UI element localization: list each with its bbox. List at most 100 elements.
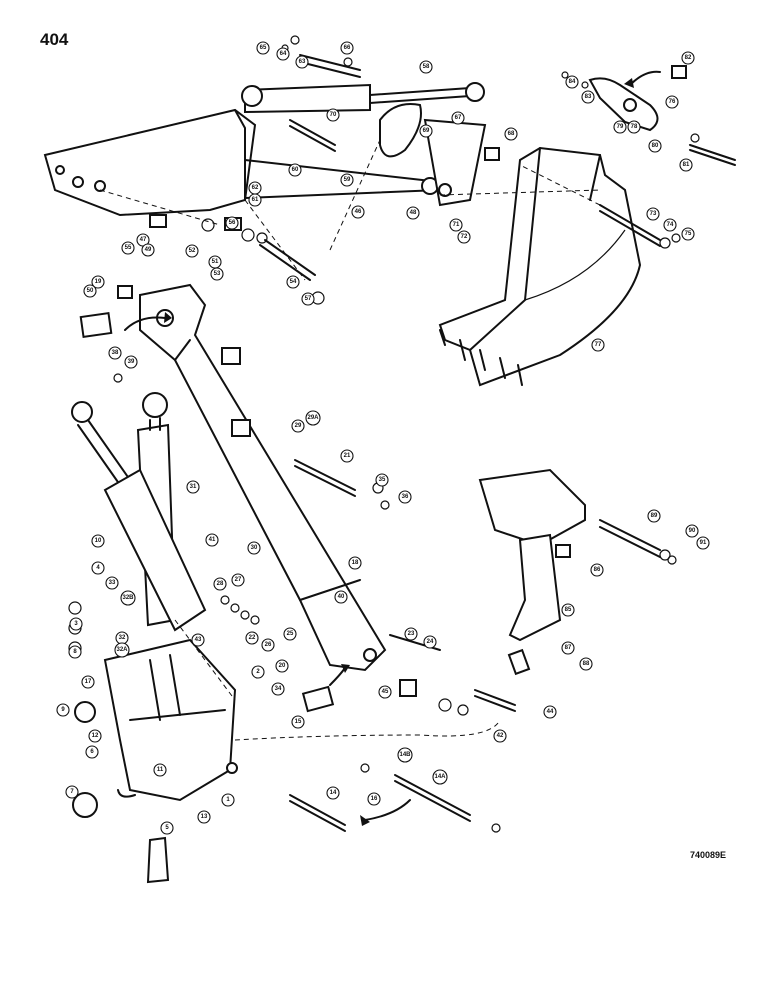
- callout-26: 26: [261, 638, 275, 652]
- callout-label: 53: [214, 271, 221, 277]
- callout-label: 9: [61, 707, 65, 713]
- ripper-assembly: [478, 468, 661, 676]
- callout-33: 33: [105, 576, 119, 590]
- callout-72: 72: [457, 230, 471, 244]
- callout-label: 91: [700, 540, 707, 546]
- callout-label: 59: [344, 177, 351, 183]
- callout-32b: 32B: [120, 590, 136, 606]
- callout-23: 23: [404, 627, 418, 641]
- callout-10: 10: [91, 534, 105, 548]
- dipper-stick: [43, 108, 441, 217]
- callout-label: 66: [344, 45, 351, 51]
- callout-91: 91: [696, 536, 710, 550]
- callout-53: 53: [210, 267, 224, 281]
- callout-label: 2: [256, 669, 260, 675]
- drawing-code: 740089E: [690, 850, 727, 860]
- callout-label: 33: [109, 580, 116, 586]
- callout-label: 29: [295, 423, 302, 429]
- callout-6: 6: [85, 745, 99, 759]
- callout-label: 22: [249, 635, 256, 641]
- callout-label: 90: [689, 528, 696, 534]
- callout-label: 36: [402, 494, 409, 500]
- callout-label: 61: [252, 197, 259, 203]
- callout-75: 75: [681, 227, 695, 241]
- callout-77: 77: [591, 338, 605, 352]
- callout-label: 83: [585, 94, 592, 100]
- callout-label: 6: [90, 749, 94, 755]
- callout-22: 22: [245, 631, 259, 645]
- upper-right-links: [588, 65, 736, 166]
- callout-label: 89: [651, 513, 658, 519]
- callout-43: 43: [191, 633, 205, 647]
- callout-label: 17: [85, 679, 92, 685]
- callout-65: 65: [256, 41, 270, 55]
- callout-label: 56: [229, 220, 236, 226]
- callout-label: 49: [145, 247, 152, 253]
- page-number: 404: [40, 30, 69, 49]
- bucket-cylinder: [241, 54, 485, 114]
- callout-62: 62: [248, 181, 262, 195]
- part-callouts: 123456789101112131414A14B151617181920212…: [56, 41, 710, 835]
- callout-label: 80: [652, 143, 659, 149]
- callout-52: 52: [185, 244, 199, 258]
- callout-70: 70: [326, 108, 340, 122]
- callout-label: 55: [125, 245, 132, 251]
- callout-label: 5: [165, 825, 169, 831]
- callout-55: 55: [121, 241, 135, 255]
- callout-label: 71: [453, 222, 460, 228]
- callout-label: 77: [595, 342, 602, 348]
- callout-54: 54: [286, 275, 300, 289]
- callout-label: 58: [423, 64, 430, 70]
- callout-label: 29A: [307, 415, 319, 421]
- callout-label: 43: [195, 637, 202, 643]
- callout-label: 72: [461, 234, 468, 240]
- callout-29: 29: [291, 419, 305, 433]
- boom: [139, 283, 387, 672]
- assembly-lines: [99, 139, 601, 741]
- callout-12: 12: [88, 729, 102, 743]
- callout-label: 67: [455, 115, 462, 121]
- callout-label: 14B: [399, 752, 411, 758]
- callout-87: 87: [561, 641, 575, 655]
- callout-31: 31: [186, 480, 200, 494]
- callout-label: 35: [379, 477, 386, 483]
- callout-49: 49: [141, 243, 155, 257]
- callout-label: 62: [252, 185, 259, 191]
- callout-label: 11: [157, 767, 164, 773]
- callout-label: 40: [338, 594, 345, 600]
- callout-label: 4: [96, 565, 100, 571]
- callout-label: 10: [95, 538, 102, 544]
- callout-41: 41: [205, 533, 219, 547]
- callout-56: 56: [225, 216, 239, 230]
- callout-30: 30: [247, 541, 261, 555]
- callout-69: 69: [419, 124, 433, 138]
- callout-label: 85: [565, 607, 572, 613]
- callout-39: 39: [124, 355, 138, 369]
- callout-16: 16: [367, 792, 381, 806]
- callout-label: 26: [265, 642, 272, 648]
- callout-44: 44: [543, 705, 557, 719]
- callout-label: 54: [290, 279, 297, 285]
- callout-label: 45: [382, 689, 389, 695]
- callout-8: 8: [68, 645, 82, 659]
- callout-label: 28: [217, 581, 224, 587]
- callout-label: 57: [305, 296, 312, 302]
- callout-label: 18: [352, 560, 359, 566]
- callout-label: 21: [344, 453, 351, 459]
- callout-label: 70: [330, 112, 337, 118]
- callout-66: 66: [340, 41, 354, 55]
- callout-label: 69: [423, 128, 430, 134]
- callout-61: 61: [248, 193, 262, 207]
- callout-1: 1: [221, 793, 235, 807]
- callout-58: 58: [419, 60, 433, 74]
- callout-59: 59: [340, 173, 354, 187]
- callout-label: 87: [565, 645, 572, 651]
- callout-38: 38: [108, 346, 122, 360]
- callout-label: 19: [95, 279, 102, 285]
- callout-label: 78: [631, 124, 638, 130]
- pins-and-bushings: [79, 119, 661, 832]
- direction-arrows: [117, 70, 661, 826]
- callout-label: 14A: [434, 774, 446, 780]
- callout-85: 85: [561, 603, 575, 617]
- callout-79: 79: [613, 120, 627, 134]
